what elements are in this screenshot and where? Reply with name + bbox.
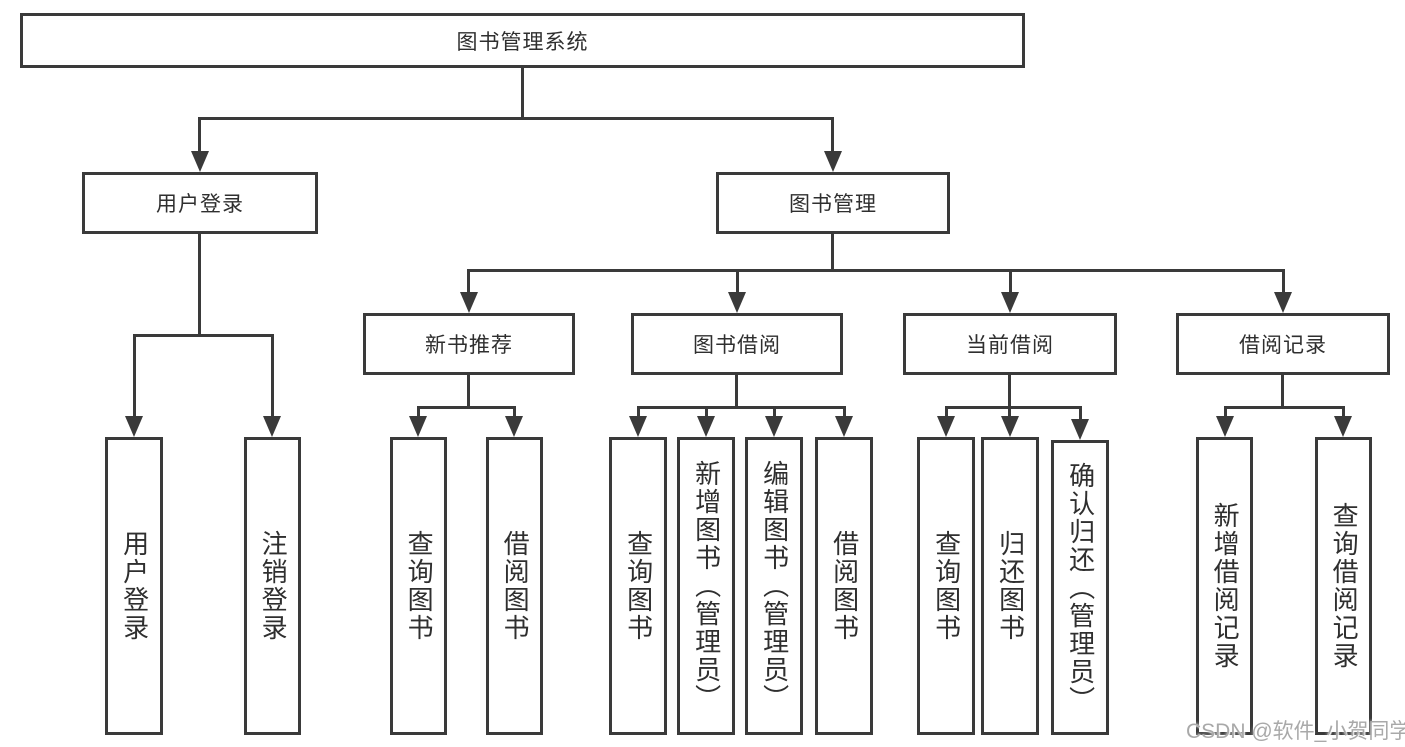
node-borrow-record: 借阅记录 bbox=[1176, 313, 1390, 375]
leaf-query-book-borrow-label: 查询图书 bbox=[623, 530, 654, 642]
leaf-borrow-book-recommend: 借阅图书 bbox=[486, 437, 543, 735]
arrowhead-leaf-logout bbox=[263, 416, 281, 437]
connector-drop-borrow-record bbox=[1282, 269, 1285, 297]
connector-drop-nb1 bbox=[417, 406, 420, 420]
connector-drop-current-borrow bbox=[1009, 269, 1012, 297]
node-user-login: 用户登录 bbox=[82, 172, 318, 234]
leaf-query-book-borrow: 查询图书 bbox=[609, 437, 667, 735]
node-new-book-recommend-label: 新书推荐 bbox=[425, 334, 513, 357]
node-borrow-record-label: 借阅记录 bbox=[1239, 334, 1327, 357]
connector-mgmt-stem bbox=[831, 234, 834, 272]
arrowhead-br2 bbox=[1334, 416, 1352, 437]
leaf-add-book-admin-label: 新增图书（管理员） bbox=[691, 460, 722, 712]
connector-drop-br1 bbox=[1224, 406, 1227, 420]
leaf-add-book-admin: 新增图书（管理员） bbox=[677, 437, 735, 735]
arrowhead-new-book bbox=[460, 292, 478, 313]
connector-nb-stem bbox=[467, 375, 470, 409]
connector-drop-book-management bbox=[831, 117, 834, 157]
leaf-borrow-book: 借阅图书 bbox=[815, 437, 873, 735]
node-book-borrow: 图书借阅 bbox=[631, 313, 843, 375]
connector-br-stem bbox=[1281, 375, 1284, 409]
connector-drop-bb4 bbox=[843, 406, 846, 420]
connector-drop-book-borrow bbox=[736, 269, 739, 297]
arrowhead-nb2 bbox=[505, 416, 523, 437]
connector-drop-bb2 bbox=[705, 406, 708, 420]
node-new-book-recommend: 新书推荐 bbox=[363, 313, 575, 375]
connector-br-rail bbox=[1224, 406, 1344, 409]
arrowhead-bb1 bbox=[629, 416, 647, 437]
leaf-borrow-book-recommend-label: 借阅图书 bbox=[500, 530, 531, 642]
arrowhead-leaf-user-login bbox=[125, 416, 143, 437]
connector-root-rail bbox=[198, 117, 834, 120]
connector-bb-stem bbox=[735, 375, 738, 409]
node-current-borrow-label: 当前借阅 bbox=[966, 334, 1054, 357]
arrowhead-user-login bbox=[191, 151, 209, 172]
connector-login-stem bbox=[198, 234, 201, 336]
arrowhead-book-borrow bbox=[728, 292, 746, 313]
leaf-borrow-book-label: 借阅图书 bbox=[829, 530, 860, 642]
node-library-system: 图书管理系统 bbox=[20, 13, 1025, 68]
node-book-management: 图书管理 bbox=[716, 172, 950, 234]
leaf-query-book-recommend: 查询图书 bbox=[390, 437, 447, 735]
node-current-borrow: 当前借阅 bbox=[903, 313, 1117, 375]
arrowhead-bb2 bbox=[697, 416, 715, 437]
connector-nb-rail bbox=[417, 406, 516, 409]
leaf-user-login-label: 用户登录 bbox=[119, 530, 150, 642]
connector-bb-rail bbox=[637, 406, 845, 409]
connector-login-rail bbox=[133, 334, 274, 337]
node-library-system-label: 图书管理系统 bbox=[456, 30, 589, 54]
leaf-user-login: 用户登录 bbox=[105, 437, 163, 735]
connector-drop-user-login bbox=[198, 117, 201, 157]
leaf-add-borrow-record-label: 新增借阅记录 bbox=[1210, 502, 1241, 670]
connector-drop-bb1 bbox=[637, 406, 640, 420]
arrowhead-br1 bbox=[1216, 416, 1234, 437]
leaf-confirm-return-admin: 确认归还（管理员） bbox=[1051, 440, 1109, 735]
leaf-edit-book-admin-label: 编辑图书（管理员） bbox=[759, 460, 790, 712]
connector-drop-bb3 bbox=[773, 406, 776, 420]
connector-drop-cb3 bbox=[1079, 406, 1082, 422]
connector-drop-cb2 bbox=[1008, 406, 1011, 420]
leaf-confirm-return-admin-label: 确认归还（管理员） bbox=[1065, 461, 1096, 714]
connector-root-stem bbox=[521, 68, 524, 118]
leaf-add-borrow-record: 新增借阅记录 bbox=[1196, 437, 1253, 735]
connector-drop-leaf-user-login bbox=[133, 334, 136, 420]
leaf-query-borrow-record: 查询借阅记录 bbox=[1315, 437, 1372, 735]
arrowhead-bb4 bbox=[835, 416, 853, 437]
connector-drop-cb1 bbox=[945, 406, 948, 420]
arrowhead-cb3 bbox=[1071, 419, 1089, 440]
arrowhead-bb3 bbox=[765, 416, 783, 437]
leaf-query-book-recommend-label: 查询图书 bbox=[404, 530, 435, 642]
connector-cb-stem bbox=[1008, 375, 1011, 409]
arrowhead-nb1 bbox=[409, 416, 427, 437]
arrowhead-cb1 bbox=[937, 416, 955, 437]
arrowhead-current-borrow bbox=[1001, 292, 1019, 313]
connector-mgmt-rail bbox=[467, 269, 1285, 272]
arrowhead-borrow-record bbox=[1274, 292, 1292, 313]
connector-drop-nb2 bbox=[513, 406, 516, 420]
leaf-edit-book-admin: 编辑图书（管理员） bbox=[745, 437, 803, 735]
node-book-borrow-label: 图书借阅 bbox=[693, 334, 781, 357]
csdn-watermark: CSDN @软件_小贺同学 bbox=[1186, 720, 1405, 743]
connector-cb-rail bbox=[945, 406, 1081, 409]
leaf-return-book-label: 归还图书 bbox=[995, 530, 1026, 642]
leaf-query-book-current: 查询图书 bbox=[917, 437, 975, 735]
connector-drop-br2 bbox=[1342, 406, 1345, 420]
connector-drop-new-book bbox=[467, 269, 470, 297]
leaf-query-book-current-label: 查询图书 bbox=[931, 530, 962, 642]
arrowhead-cb2 bbox=[1001, 416, 1019, 437]
node-user-login-label: 用户登录 bbox=[156, 193, 244, 216]
leaf-query-borrow-record-label: 查询借阅记录 bbox=[1329, 502, 1360, 670]
connector-drop-leaf-logout bbox=[271, 334, 274, 420]
leaf-return-book: 归还图书 bbox=[981, 437, 1039, 735]
arrowhead-book-management bbox=[824, 151, 842, 172]
node-book-management-label: 图书管理 bbox=[789, 193, 877, 216]
leaf-logout: 注销登录 bbox=[244, 437, 301, 735]
leaf-logout-label: 注销登录 bbox=[258, 530, 289, 642]
